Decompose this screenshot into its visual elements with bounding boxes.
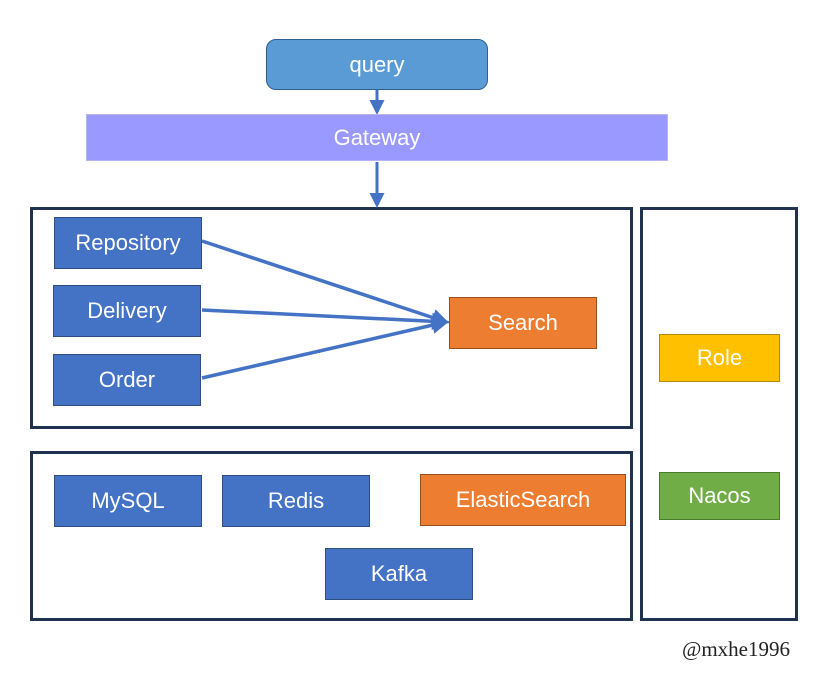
middleware-frame	[30, 451, 633, 621]
mysql-node: MySQL	[54, 475, 202, 527]
watermark-text: @mxhe1996	[682, 637, 790, 661]
role-node: Role	[659, 334, 780, 382]
repository-node: Repository	[54, 217, 202, 269]
elasticsearch-node: ElasticSearch	[420, 474, 626, 526]
redis-node: Redis	[222, 475, 370, 527]
gateway-node: Gateway	[86, 114, 668, 161]
query-node: query	[266, 39, 488, 90]
config-frame	[640, 207, 798, 621]
nacos-node: Nacos	[659, 472, 780, 520]
arrow-order-to-search	[201, 316, 450, 380]
search-node: Search	[449, 297, 597, 349]
order-node: Order	[53, 354, 201, 406]
services-frame	[30, 207, 633, 429]
kafka-node: Kafka	[325, 548, 473, 600]
delivery-node: Delivery	[53, 285, 201, 337]
arrow-delivery-to-search	[201, 308, 450, 331]
arrow-repository-to-search	[201, 239, 450, 326]
